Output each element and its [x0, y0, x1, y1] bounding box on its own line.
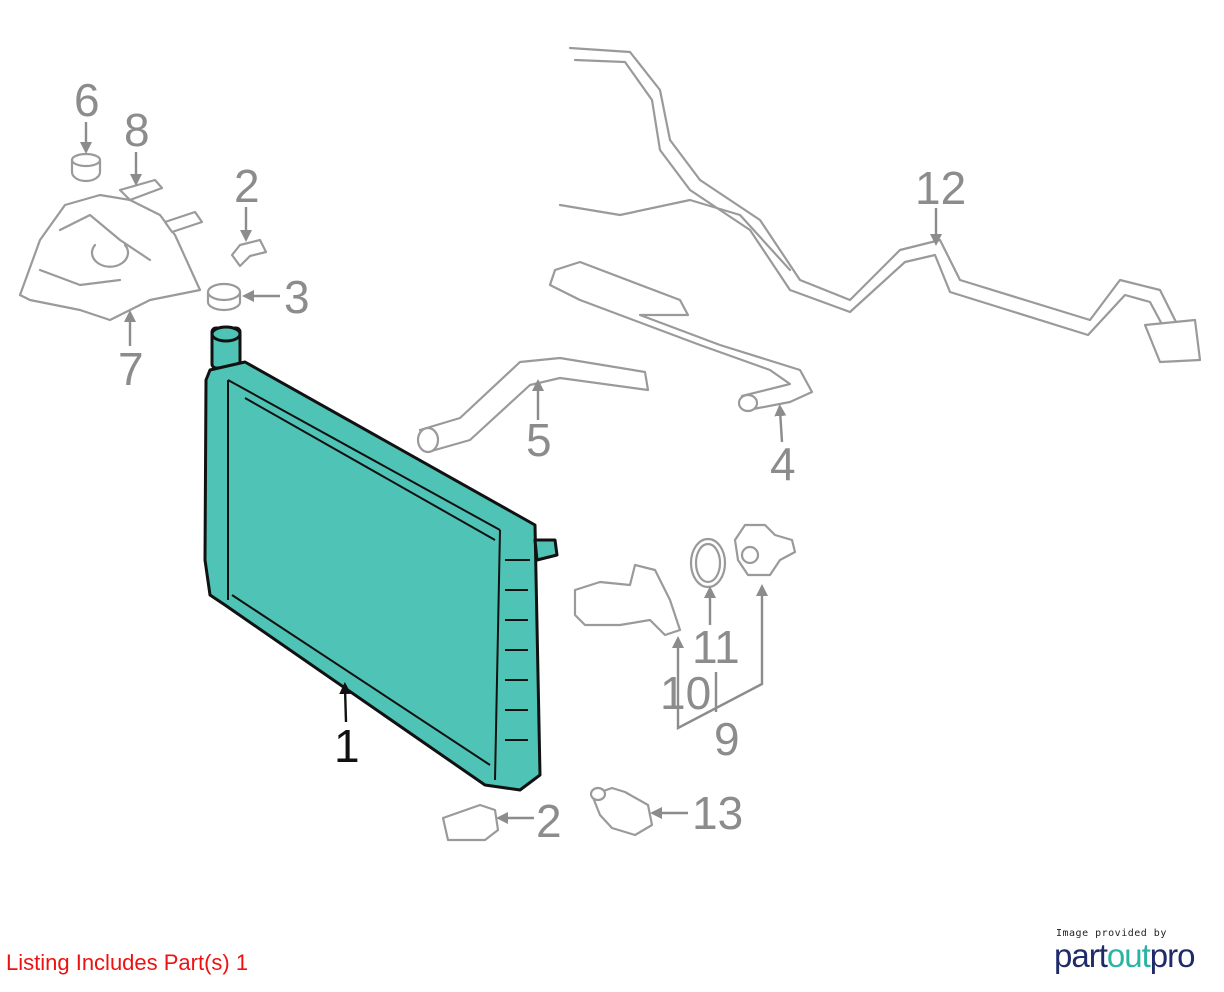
callout-7: 7 [118, 343, 144, 395]
callout-8: 8 [124, 104, 150, 156]
reservoir-cap [70, 152, 102, 183]
image-provided-by: Image provided by [1056, 928, 1167, 939]
partoutpro-logo: Image provided by partoutpro [1054, 928, 1214, 973]
brand-out: out [1106, 937, 1151, 974]
cooler-lines [558, 46, 1202, 364]
callout-1: 1 [334, 720, 360, 772]
thermostat [733, 523, 797, 577]
thermostat-housing [573, 563, 682, 637]
coolant-reservoir [18, 178, 204, 322]
callout-13: 13 [692, 787, 743, 839]
radiator-cap [206, 282, 242, 312]
brand-pro: pro [1149, 937, 1196, 974]
callout-10: 10 [660, 667, 711, 719]
brand-part: part [1054, 937, 1108, 974]
callout-12: 12 [915, 162, 966, 214]
clip-bottom [441, 803, 500, 842]
temperature-sensor [589, 786, 654, 837]
callout-2-top: 2 [234, 160, 260, 212]
callout-4: 4 [770, 438, 796, 490]
callout-9: 9 [714, 713, 740, 765]
radiator [203, 325, 559, 792]
callout-11: 11 [692, 621, 740, 673]
upper-hose [416, 356, 650, 454]
lower-hose [548, 260, 814, 413]
listing-includes-text: Listing Includes Part(s) 1 [6, 950, 249, 975]
brand-wordmark: partoutpro [1054, 939, 1214, 973]
callout-2-bottom: 2 [536, 795, 562, 847]
clip-top [230, 238, 268, 268]
callout-arrows [80, 122, 942, 824]
callout-3: 3 [284, 271, 310, 323]
callout-5: 5 [526, 414, 552, 466]
callout-6: 6 [74, 74, 100, 126]
